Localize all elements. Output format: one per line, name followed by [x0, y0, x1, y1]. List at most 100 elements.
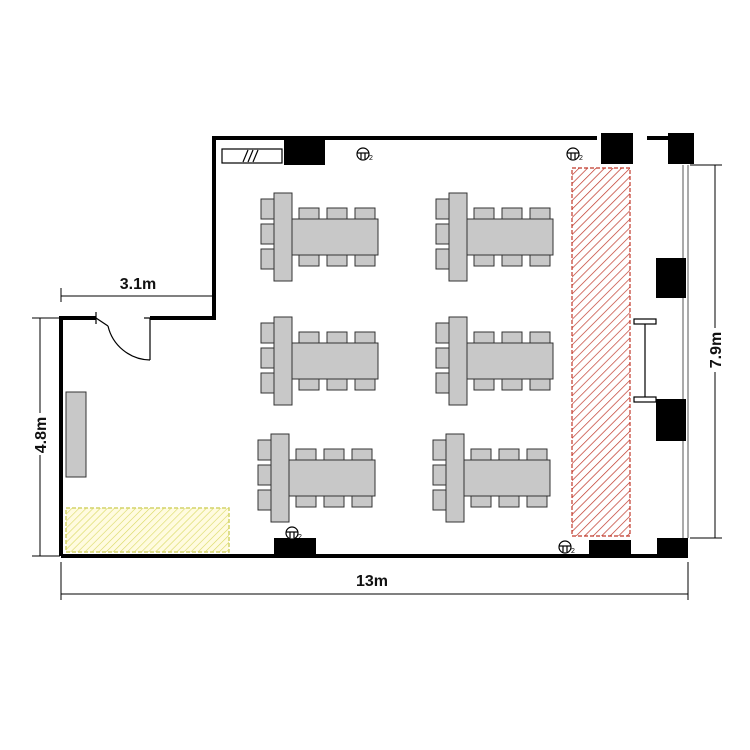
chair: [432, 464, 447, 486]
table-group: [435, 192, 554, 282]
chair: [529, 207, 551, 220]
table-group: [435, 316, 554, 406]
table: [291, 342, 379, 380]
lectern: [633, 318, 657, 403]
chair: [354, 207, 376, 220]
chair: [351, 495, 373, 508]
table-group: [432, 433, 551, 523]
column: [656, 399, 686, 441]
table-group: [260, 192, 379, 282]
chair: [435, 372, 450, 394]
chair: [326, 331, 348, 344]
door: [95, 312, 151, 361]
chair: [470, 448, 492, 461]
dimension-lines: [32, 164, 722, 600]
table: [291, 218, 379, 256]
chair: [257, 439, 272, 461]
chair: [323, 495, 345, 508]
chair: [529, 331, 551, 344]
column: [601, 133, 633, 164]
column: [274, 538, 316, 556]
chair: [298, 378, 320, 391]
floor-outlet-label: 2: [369, 155, 373, 162]
chair: [298, 331, 320, 344]
floor-outlet-icon: 2: [285, 526, 302, 541]
floor-outlet-icon: 2: [558, 540, 575, 555]
table: [273, 192, 293, 282]
floor-outlet-icon: 2: [356, 147, 373, 162]
chair: [260, 198, 275, 220]
table-groups: [257, 192, 554, 523]
chair: [526, 495, 548, 508]
chair: [526, 448, 548, 461]
chair: [260, 322, 275, 344]
table: [270, 433, 290, 523]
chair: [326, 207, 348, 220]
chair: [501, 378, 523, 391]
chair: [473, 254, 495, 267]
chair: [260, 248, 275, 270]
chair: [435, 322, 450, 344]
chair: [435, 198, 450, 220]
chair: [326, 378, 348, 391]
chair: [501, 207, 523, 220]
table: [445, 433, 465, 523]
table: [288, 459, 376, 497]
chair: [498, 448, 520, 461]
table-group: [257, 433, 376, 523]
dimension-right-height: 7.9m: [708, 332, 725, 368]
chair: [473, 331, 495, 344]
floor-outlet-icon: 2: [566, 147, 583, 162]
chair: [435, 223, 450, 245]
chair: [432, 489, 447, 511]
chair: [470, 495, 492, 508]
stage-hatched-area: [571, 167, 631, 537]
column: [668, 133, 694, 164]
table: [273, 316, 293, 406]
chair: [432, 439, 447, 461]
dimension-left-height: 4.8m: [33, 417, 50, 453]
table-group: [260, 316, 379, 406]
chair: [295, 495, 317, 508]
dimension-total-width: 13m: [356, 573, 388, 590]
floor-outlet-label: 2: [571, 548, 575, 555]
chair: [323, 448, 345, 461]
chair: [354, 254, 376, 267]
chair: [295, 448, 317, 461]
chair: [298, 254, 320, 267]
chair: [298, 207, 320, 220]
chair: [435, 248, 450, 270]
column: [284, 139, 325, 165]
floor-outlet-label: 2: [579, 155, 583, 162]
table: [448, 192, 468, 282]
floor-outlets: 2 2 2 2: [285, 147, 583, 555]
columns: [274, 133, 694, 556]
table: [466, 218, 554, 256]
chair: [435, 347, 450, 369]
chair: [529, 378, 551, 391]
chair: [473, 378, 495, 391]
column: [589, 540, 631, 556]
chair: [326, 254, 348, 267]
chair: [260, 347, 275, 369]
chair: [498, 495, 520, 508]
chair: [501, 331, 523, 344]
right-window: [682, 165, 689, 538]
table: [463, 459, 551, 497]
chair: [473, 207, 495, 220]
chair: [257, 464, 272, 486]
chair: [354, 331, 376, 344]
chair: [529, 254, 551, 267]
dimension-notch-width: 3.1m: [120, 276, 156, 293]
chair: [354, 378, 376, 391]
table: [466, 342, 554, 380]
chair: [257, 489, 272, 511]
window-mark: [221, 148, 283, 164]
table: [448, 316, 468, 406]
column: [657, 538, 688, 556]
chair: [260, 372, 275, 394]
floor-outlet-label: 2: [298, 534, 302, 541]
chair: [351, 448, 373, 461]
chair: [501, 254, 523, 267]
